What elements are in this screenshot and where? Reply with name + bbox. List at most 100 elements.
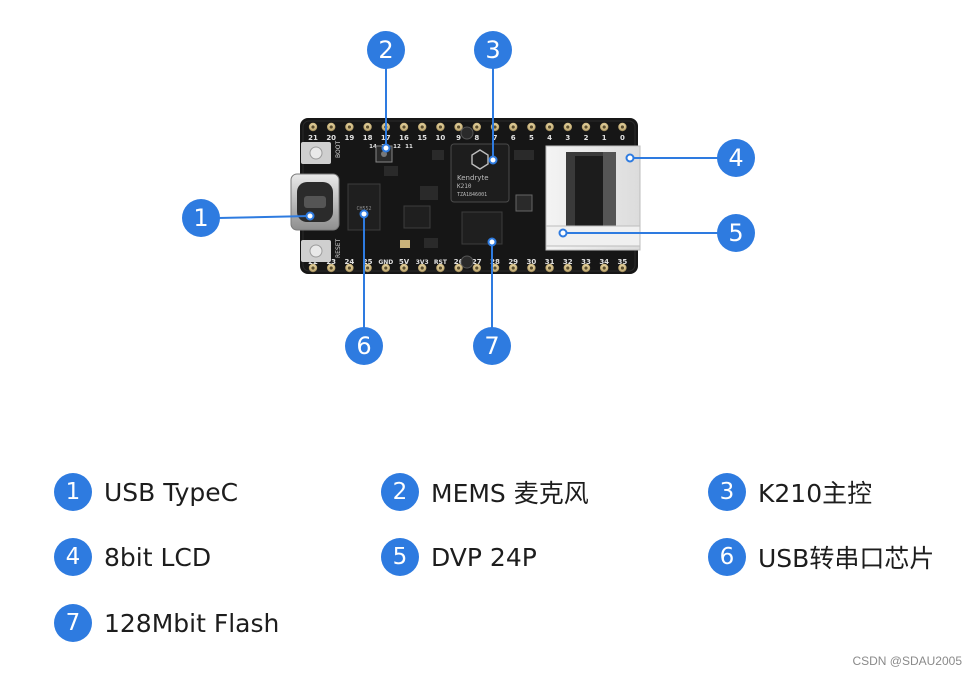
svg-text:CH552: CH552 <box>356 206 371 212</box>
pin-label: 3V3 <box>416 259 429 266</box>
header-pin-hole <box>548 266 552 270</box>
callout-2: 2 <box>367 31 405 69</box>
pin-label: 11 <box>405 144 413 150</box>
legend-number: 3 <box>708 473 746 511</box>
boot-label: BOOT <box>335 141 342 158</box>
header-pin-hole <box>475 125 479 129</box>
boot-button <box>301 142 331 164</box>
legend-number: 5 <box>381 538 419 576</box>
pin-label: 24 <box>345 258 355 266</box>
header-pin-hole <box>384 266 388 270</box>
leader-lines <box>217 64 720 330</box>
header-pin-hole <box>602 125 606 129</box>
callout-7: 7 <box>473 327 511 365</box>
top-pin-header <box>308 122 627 132</box>
pin-label: 3 <box>565 134 570 142</box>
pin-label: 27 <box>472 258 482 266</box>
k210-main-chip: Kendryte K210 TZA1846001 <box>450 143 510 203</box>
pin-label: 26 <box>454 258 464 266</box>
legend-item-usb-serial: 6 USB转串口芯片 <box>708 537 934 577</box>
header-pin-hole <box>366 266 370 270</box>
header-pin-hole <box>584 125 588 129</box>
header-pin-hole <box>548 125 552 129</box>
legend-label: K210主控 <box>758 479 873 508</box>
header-pin-hole <box>420 266 424 270</box>
header-pin-hole <box>457 125 461 129</box>
legend-label: 8bit LCD <box>104 542 212 572</box>
pin-label: RST <box>434 259 448 266</box>
legend-number: 7 <box>54 604 92 642</box>
pin-label: 0 <box>620 134 625 142</box>
legend-number: 4 <box>54 538 92 576</box>
header-pin-hole <box>493 125 497 129</box>
pin-label: 19 <box>345 134 355 142</box>
header-pin-hole <box>329 266 333 270</box>
pin-label: 31 <box>545 258 555 266</box>
legend-item-dvp: 5 DVP 24P <box>381 537 537 577</box>
pin-label: 28 <box>490 258 500 266</box>
pin-label: 33 <box>581 258 591 266</box>
header-pin-hole <box>347 266 351 270</box>
dvp-connector <box>545 225 641 247</box>
header-pin-hole <box>620 266 625 270</box>
pin-label: 5V <box>399 258 410 266</box>
header-pin-hole <box>566 266 570 270</box>
watermark: CSDN @SDAU2005 <box>852 654 962 668</box>
pin-label: 32 <box>563 258 573 266</box>
legend-number: 1 <box>54 473 92 511</box>
header-pin-hole <box>511 125 515 129</box>
callout-1: 1 <box>182 199 220 237</box>
callout-4: 4 <box>717 139 755 177</box>
header-pin-hole <box>584 266 588 270</box>
pin-label: 8 <box>474 134 479 142</box>
chip-brand: Kendryte <box>457 174 489 182</box>
leader-dots <box>305 143 635 247</box>
pin-label: 25 <box>363 258 373 266</box>
header-pin-hole <box>366 125 370 129</box>
pin-label: 10 <box>436 134 446 142</box>
pin-label: 21 <box>308 134 318 142</box>
pin-label: 9 <box>456 134 461 142</box>
legend-label: USB转串口芯片 <box>758 544 935 573</box>
legend-label: USB TypeC <box>104 477 239 507</box>
legend-number: 2 <box>381 473 419 511</box>
bottom-pin-header <box>308 263 627 273</box>
header-pin-hole <box>529 266 534 270</box>
chip-model: K210 <box>457 183 472 190</box>
pin-label: 30 <box>527 258 537 266</box>
pin-label: 5 <box>529 134 534 142</box>
pin-label: 18 <box>363 134 373 142</box>
pin-label: 20 <box>326 134 336 142</box>
pin-label: 16 <box>399 134 409 142</box>
pin-label: 14 <box>369 144 377 150</box>
pin-label: 29 <box>508 258 518 266</box>
reset-label: RESET <box>335 238 342 258</box>
pin-label: 35 <box>618 258 628 266</box>
bottom-pin-labels: 22232425GND5V3V3RST26272829303132333435 <box>308 258 627 266</box>
pin-label: 7 <box>493 134 498 142</box>
header-pin-hole <box>329 125 333 129</box>
legend-label: 128Mbit Flash <box>104 608 280 638</box>
legend-label: DVP 24P <box>431 542 537 572</box>
header-pin-hole <box>402 266 406 270</box>
pin-label: 15 <box>417 134 427 142</box>
pin-label: 23 <box>326 258 336 266</box>
legend-item-k210: 3 K210主控 <box>708 472 872 512</box>
header-pin-hole <box>475 266 479 270</box>
chip-serial: TZA1846001 <box>457 192 487 198</box>
header-pin-hole <box>347 125 351 129</box>
header-pin-hole <box>493 266 497 270</box>
header-pin-hole <box>566 125 570 129</box>
header-pin-hole <box>311 266 315 270</box>
pin-label: GND <box>378 259 393 266</box>
pin-label: 2 <box>584 134 589 142</box>
header-pin-hole <box>529 125 534 129</box>
legend-item-mems-mic: 2 MEMS 麦克风 <box>381 472 589 512</box>
pin-label: 6 <box>511 134 516 142</box>
pin-label: 1 <box>602 134 607 142</box>
pin-label: 12 <box>393 144 401 150</box>
reset-button <box>301 240 331 262</box>
header-pin-hole <box>511 266 515 270</box>
usb-typec-connector <box>290 173 340 231</box>
